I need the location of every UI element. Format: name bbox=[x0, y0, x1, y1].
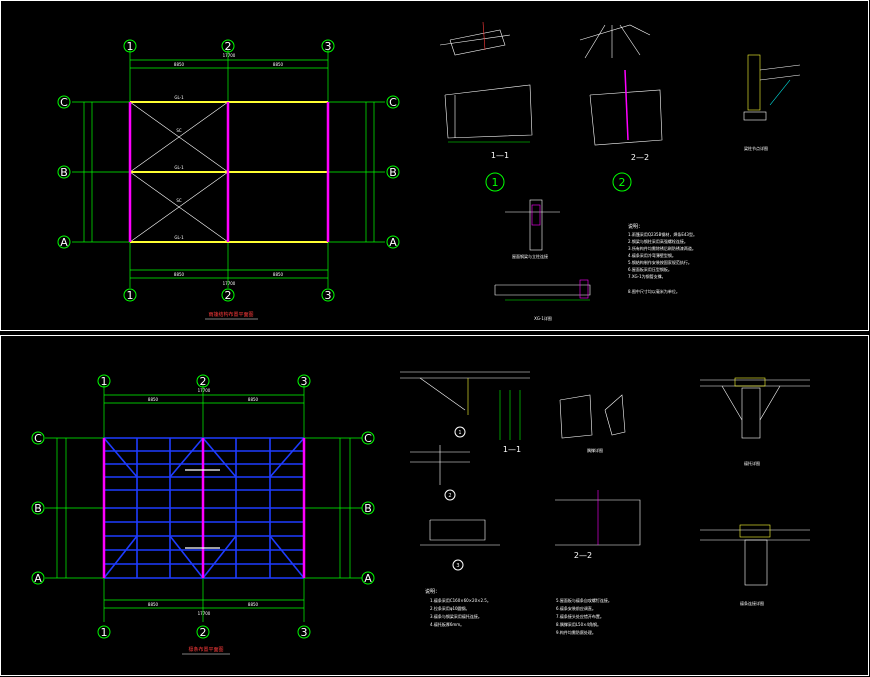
top-beam-label-2: GL-1 bbox=[174, 165, 184, 170]
top-axis-B-right: B bbox=[389, 166, 397, 179]
top-grid-bubbles bbox=[57, 39, 400, 302]
top-notes-title: 说明： bbox=[628, 223, 643, 230]
bottom-note-5: 5.屋面板与檩条自攻螺钉连接。 bbox=[556, 597, 612, 603]
top-total-width-dim: 17700 bbox=[223, 53, 236, 58]
top-detail-title-3: XG-1详图 bbox=[534, 315, 552, 321]
bottom-axis-1: 1 bbox=[101, 375, 108, 388]
bottom-axis-3-bottom: 3 bbox=[301, 626, 308, 639]
bottom-plan-title: 檩条布置平面图 bbox=[188, 646, 223, 653]
bottom-axis-A-right: A bbox=[364, 572, 372, 585]
bottom-node-marker-3: 3 bbox=[456, 563, 459, 569]
bottom-note-7: 7.檩条接头处应错开布置。 bbox=[556, 613, 604, 619]
bottom-grid-bubbles bbox=[31, 374, 375, 639]
top-node-marker-1: 1 bbox=[492, 176, 499, 189]
bottom-total-width-dim-bottom: 17700 bbox=[198, 611, 211, 616]
top-drawing-frame bbox=[0, 0, 869, 331]
top-note-4: 4.檩条采用冷弯薄壁型钢。 bbox=[628, 252, 676, 258]
bottom-section-2-2: 2—2 bbox=[574, 551, 592, 560]
top-note-3: 3.所有构件均需除锈后刷防锈漆两道。 bbox=[628, 245, 696, 251]
bottom-bay-width-dim-4: 8850 bbox=[248, 602, 259, 607]
bottom-note-3: 3.檩条与钢梁采用檩托连接。 bbox=[430, 613, 482, 619]
top-axis-2-bottom: 2 bbox=[225, 289, 232, 302]
bottom-section-1-1: 1—1 bbox=[503, 445, 521, 454]
top-axis-1-bottom: 1 bbox=[127, 289, 134, 302]
top-brace-label-1: SC bbox=[176, 128, 182, 133]
bottom-drawing-frame bbox=[0, 335, 869, 676]
bottom-axis-B-right: B bbox=[364, 502, 372, 515]
bottom-axis-3: 3 bbox=[301, 375, 308, 388]
bottom-note-9: 9.构件均需防腐处理。 bbox=[556, 629, 596, 635]
bottom-axis-2: 2 bbox=[200, 375, 207, 388]
top-structural-plan: 17700 8850 8850 8850 8850 17700 GL-1 GL-… bbox=[57, 39, 400, 320]
top-brace-label-2: SC bbox=[176, 198, 182, 203]
bottom-axis-C-right: C bbox=[364, 432, 372, 445]
bottom-purlin-plan: 17700 8850 8850 8850 8850 17700 bbox=[31, 374, 375, 655]
top-section-2-2: 2—2 bbox=[631, 153, 649, 162]
top-axis-B: B bbox=[60, 166, 68, 179]
top-note-6: 6.屋面板采用压型钢板。 bbox=[628, 266, 672, 272]
top-detail-title-1: 梁柱节点详图 bbox=[744, 145, 768, 151]
top-axis-3-bottom: 3 bbox=[325, 289, 332, 302]
top-axis-C-right: C bbox=[389, 96, 397, 109]
bottom-total-width-dim: 17700 bbox=[198, 388, 211, 393]
bottom-axis-2-bottom: 2 bbox=[200, 626, 207, 639]
bottom-axis-A: A bbox=[34, 572, 42, 585]
bottom-detail-title-1: 隅撑详图 bbox=[587, 447, 603, 453]
top-node-marker-2: 2 bbox=[619, 176, 626, 189]
top-axis-A-right: A bbox=[389, 236, 397, 249]
top-axis-A: A bbox=[60, 236, 68, 249]
bottom-axis-1-bottom: 1 bbox=[101, 626, 108, 639]
top-beam-label-1: GL-1 bbox=[174, 95, 184, 100]
bottom-details bbox=[400, 371, 810, 586]
top-section-1-1: 1—1 bbox=[491, 151, 509, 160]
top-note-8: 8.图中尺寸均以毫米为单位。 bbox=[628, 288, 680, 294]
bottom-note-4: 4.檩托板厚6mm。 bbox=[430, 621, 464, 627]
bottom-node-marker-1: 1 bbox=[458, 430, 461, 436]
bottom-note-8: 8.隅撑采用L50×4角钢。 bbox=[556, 621, 601, 627]
top-axis-1: 1 bbox=[127, 40, 134, 53]
bottom-axis-C: C bbox=[34, 432, 42, 445]
bottom-note-6: 6.檩条安装前应调直。 bbox=[556, 605, 596, 611]
top-bay-width-dim-2: 8850 bbox=[273, 62, 284, 67]
bottom-axis-B: B bbox=[34, 502, 42, 515]
top-bay-width-dim-4: 8850 bbox=[273, 272, 284, 277]
top-bay-width-dim-1: 8850 bbox=[174, 62, 185, 67]
bottom-notes-title: 说明： bbox=[425, 588, 440, 595]
bottom-note-1: 1.檩条采用C160×60×20×2.5。 bbox=[430, 597, 491, 603]
bottom-notes: 说明： 1.檩条采用C160×60×20×2.5。 2.拉条采用φ10圆钢。 3… bbox=[425, 588, 612, 635]
bottom-note-2: 2.拉条采用φ10圆钢。 bbox=[430, 605, 470, 611]
top-axis-C: C bbox=[60, 96, 68, 109]
top-detail-title-2: 屋面钢梁与立柱连接 bbox=[512, 253, 548, 259]
bottom-bay-width-dim-3: 8850 bbox=[148, 602, 159, 607]
top-note-7: 7.XG-1为钢管支撑。 bbox=[628, 273, 666, 279]
top-note-5: 5.钢结构制作安装按国家规范执行。 bbox=[628, 259, 692, 265]
top-beam-label-3: GL-1 bbox=[174, 235, 184, 240]
bottom-bay-width-dim-1: 8850 bbox=[148, 397, 159, 402]
top-note-1: 1.雨篷采用Q235B钢材，焊条E43型。 bbox=[628, 231, 697, 237]
top-notes: 说明： 1.雨篷采用Q235B钢材，焊条E43型。 2.钢梁与钢柱采用高强螺栓连… bbox=[628, 223, 697, 294]
bottom-detail-title-2: 檩托详图 bbox=[744, 460, 760, 466]
top-bay-width-dim-3: 8850 bbox=[174, 272, 185, 277]
top-plan-title: 雨篷结构布置平面图 bbox=[208, 311, 253, 318]
bottom-node-marker-2: 2 bbox=[448, 493, 451, 499]
top-total-width-dim-bottom: 17700 bbox=[223, 281, 236, 286]
top-note-2: 2.钢梁与钢柱采用高强螺栓连接。 bbox=[628, 238, 688, 244]
bottom-detail-title-3: 檩条连接详图 bbox=[740, 600, 764, 606]
top-axis-3: 3 bbox=[325, 40, 332, 53]
bottom-bay-width-dim-2: 8850 bbox=[248, 397, 259, 402]
top-details bbox=[439, 21, 801, 301]
top-axis-2: 2 bbox=[225, 40, 232, 53]
